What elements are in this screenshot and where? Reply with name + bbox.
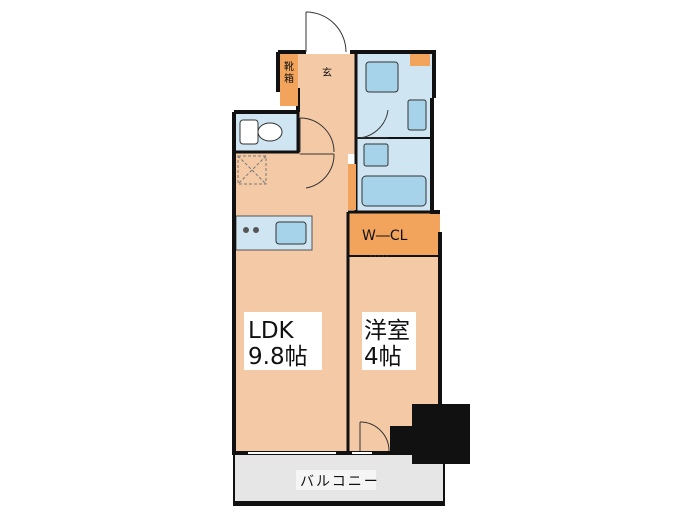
wall-jamb bbox=[280, 88, 298, 106]
pipe-shaft bbox=[390, 404, 470, 464]
entrance-label: 玄 bbox=[322, 66, 332, 79]
ldk-size: 9.8帖 bbox=[248, 344, 308, 370]
wall-jamb bbox=[348, 164, 356, 210]
stove-burner-icon bbox=[243, 227, 249, 233]
western-room-label-bg bbox=[362, 312, 416, 370]
storage-cross bbox=[237, 155, 267, 185]
bathtub-icon bbox=[361, 175, 427, 207]
storage-box bbox=[237, 155, 267, 185]
door-swings bbox=[299, 11, 390, 452]
bathroom-sink-icon bbox=[363, 143, 389, 167]
washing-machine-icon bbox=[407, 99, 427, 131]
toilet-icon bbox=[239, 119, 259, 145]
walk-in-closet-label: W―CL bbox=[362, 228, 408, 244]
walk-in-closet-floor bbox=[348, 212, 440, 256]
ldk-floor bbox=[234, 152, 348, 452]
kitchen-sink-icon bbox=[275, 221, 307, 245]
balcony-label-bg bbox=[296, 470, 376, 490]
washbasin-icon bbox=[365, 61, 399, 93]
balcony-label: バルコニー bbox=[300, 474, 380, 490]
ldk-name: LDK bbox=[248, 318, 295, 344]
wall-jamb bbox=[410, 54, 430, 66]
shoe-box-label-1: 靴 bbox=[284, 60, 294, 73]
toilet-bowl-icon bbox=[257, 122, 283, 142]
western-room-size: 4帖 bbox=[364, 344, 402, 370]
western-room-name: 洋室 bbox=[364, 318, 410, 344]
entrance-floor bbox=[298, 54, 356, 88]
shoe-box-label-2: 箱 bbox=[284, 72, 294, 85]
corridor-floor bbox=[298, 88, 356, 154]
storage-cross bbox=[237, 155, 267, 185]
stove-burner-icon bbox=[253, 227, 259, 233]
ldk-label-bg bbox=[244, 312, 322, 370]
shoe-box bbox=[280, 54, 298, 88]
